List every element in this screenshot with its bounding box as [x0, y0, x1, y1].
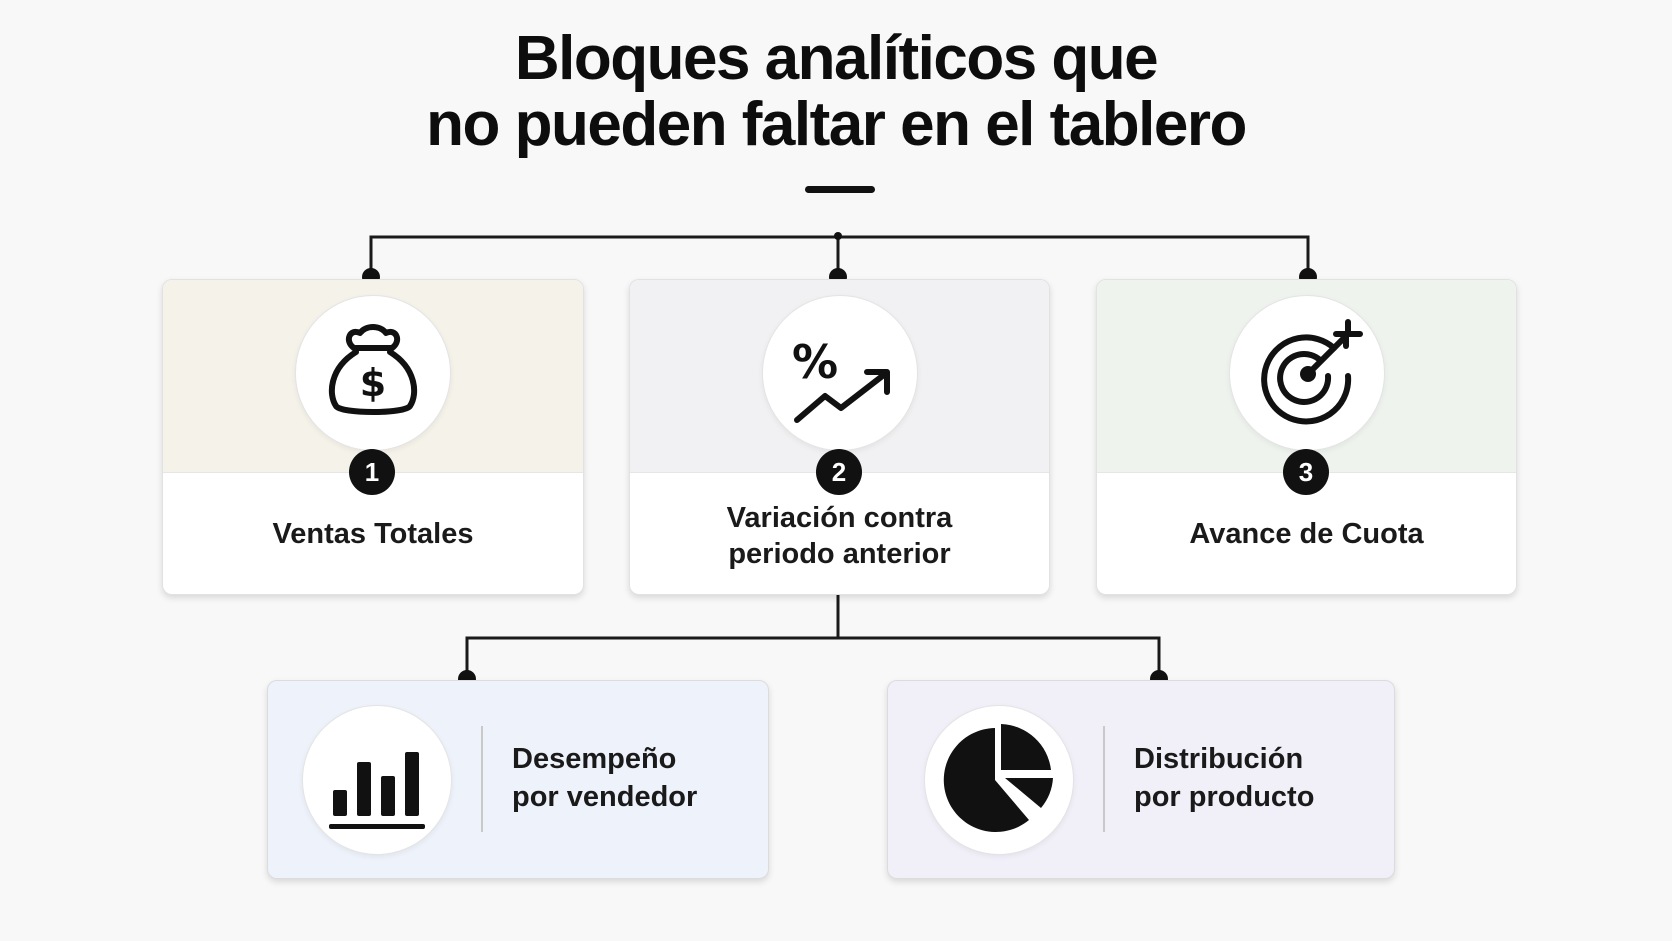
diagram-title: Bloques analíticos que no pueden faltar … — [0, 26, 1672, 158]
sub-block-distribucion-producto: Distribución por producto — [887, 680, 1395, 879]
step-number-badge: 2 — [816, 449, 862, 495]
block-card-variacion: % 2 Variación contra periodo anterior — [629, 279, 1050, 595]
sub-block-label-line: por producto — [1134, 781, 1315, 813]
divider — [481, 726, 483, 832]
sub-block-desempeno-vendedor: Desempeño por vendedor — [267, 680, 769, 879]
svg-text:$: $ — [360, 361, 386, 405]
title-line-1: Bloques analíticos que — [514, 24, 1159, 93]
block-label: Ventas Totales — [163, 516, 583, 552]
svg-text:%: % — [792, 335, 838, 389]
percent-trend-icon: % — [762, 295, 918, 451]
bottom-connector-right — [838, 636, 1161, 678]
target-icon — [1229, 295, 1385, 451]
title-line-2: no pueden faltar en el tablero — [426, 90, 1247, 159]
step-number-badge: 3 — [1283, 449, 1329, 495]
sub-block-label: Desempeño por vendedor — [512, 740, 697, 816]
block-label-line: Avance de Cuota — [1189, 518, 1424, 550]
sub-block-label-line: Distribución — [1134, 743, 1304, 775]
block-label-line: Variación contra — [726, 502, 953, 534]
block-card-ventas-totales: $ 1 Ventas Totales — [162, 279, 584, 595]
title-underline — [805, 186, 875, 193]
junction-dot — [834, 232, 842, 240]
bar-chart-icon — [302, 705, 452, 855]
block-label-line: periodo anterior — [728, 538, 951, 570]
money-bag-icon: $ — [295, 295, 451, 451]
pie-chart-icon — [924, 705, 1074, 855]
block-label: Avance de Cuota — [1097, 516, 1516, 552]
sub-block-label-line: Desempeño — [512, 743, 677, 775]
block-card-avance-cuota: 3 Avance de Cuota — [1096, 279, 1517, 595]
sub-block-label-line: por vendedor — [512, 781, 698, 813]
divider — [1103, 726, 1105, 832]
step-number-badge: 1 — [349, 449, 395, 495]
sub-block-label: Distribución por producto — [1134, 740, 1314, 816]
bottom-connector-bar — [465, 594, 840, 678]
block-label: Variación contra periodo anterior — [630, 500, 1049, 572]
block-label-line: Ventas Totales — [272, 518, 474, 550]
